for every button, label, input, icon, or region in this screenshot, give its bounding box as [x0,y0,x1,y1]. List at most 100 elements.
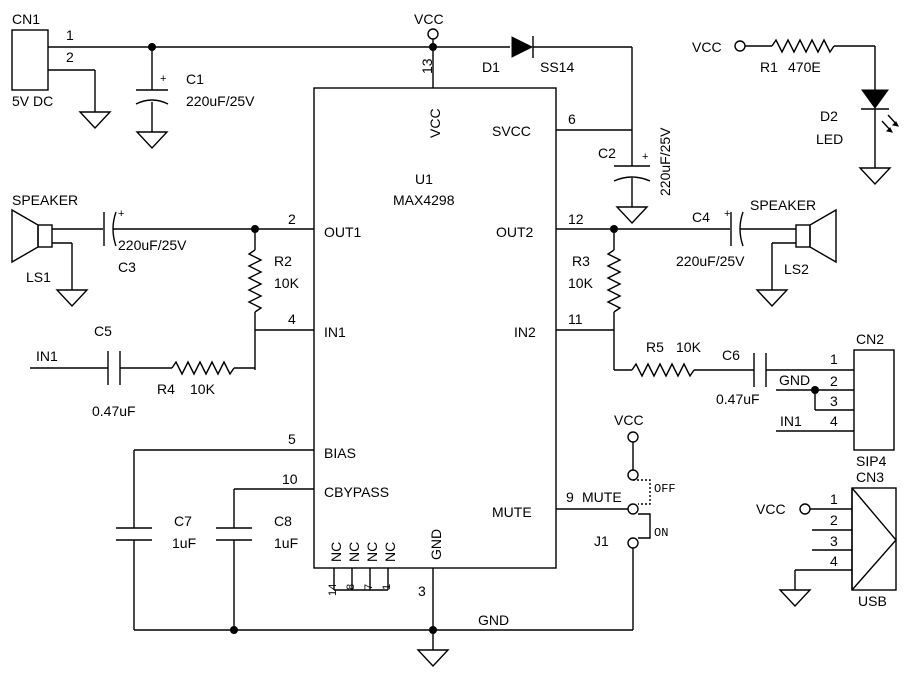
u1-pin1-num: 1 [381,584,393,590]
r5-ref: R5 [646,339,664,355]
u1-pin12-num: 12 [568,211,584,227]
u1-pin13-num: 13 [419,58,435,74]
c6-capacitor: C6 0.47uF [716,347,767,407]
c4-ref: C4 [692,209,710,225]
cn3-pin3: 3 [830,533,838,549]
u1-pin8-num: 8 [345,584,357,590]
ground-symbol [55,289,89,308]
ground-symbol [135,131,169,150]
vcc-terminal [734,40,746,52]
c5-ref: C5 [94,323,112,339]
cn2-pin4: 4 [830,413,838,429]
c5-value: 0.47uF [92,403,136,419]
cn3-value: USB [858,593,887,609]
c6-ref: C6 [722,347,740,363]
j1-on-position [638,513,651,539]
u1-pin7-num: 7 [363,584,375,590]
c4-plus: + [724,208,730,220]
u1-ref: U1 [415,171,433,187]
j1-pin3 [627,537,639,549]
u1-pin3-num: 3 [418,583,426,599]
c2-capacitor: + C2 220uF/25V [598,127,673,196]
cn2-pin2: 2 [830,373,838,389]
cn1-pin1: 1 [66,27,74,43]
cn3-pin4: 4 [830,553,838,569]
u1-part: MAX4298 [393,192,455,208]
r1-ref: R1 [760,59,778,75]
c1-capacitor: + C1 220uF/25V [135,71,255,109]
u1-in1-label: IN1 [324,324,346,340]
c7-ref: C7 [174,513,192,529]
ground-symbol [778,589,812,608]
r2-value: 10K [274,275,300,291]
cn2-connector: CN2 SIP4 1 2 3 4 [830,331,895,469]
ground-symbol [858,167,892,186]
vcc-terminal [427,28,439,40]
cn3-body [851,487,897,591]
cn1-pin2: 2 [66,49,74,65]
c4-capacitor: + C4 220uF/25V [676,208,745,269]
vcc-label-led: VCC [692,39,722,55]
vcc-terminal [627,431,639,443]
r4-resistor: R4 10K [157,360,235,397]
ls1-label: SPEAKER [12,192,78,208]
gnd-label-cn2: GND [779,372,810,388]
c8-capacitor: C8 1uF [216,513,298,551]
c8-ref: C8 [274,513,292,529]
r3-resistor: R3 10K [568,249,622,313]
j1-ref: J1 [594,533,609,549]
u1-pin2-num: 2 [288,211,296,227]
u1-pin10-num: 10 [282,471,298,487]
cn3-pin1: 1 [830,491,838,507]
u1-pin4-num: 4 [288,311,296,327]
c2-value: 220uF/25V [657,127,673,196]
u1-body [313,87,557,569]
j1-pin1 [627,469,639,481]
j1-mute-label: MUTE [582,489,622,505]
c3-plus: + [118,208,124,220]
u1-ic: U1 MAX4298 VCC SVCC OUT1 OUT2 IN1 IN2 BI… [313,87,557,569]
cn1-body [11,29,49,91]
vcc-terminal [799,503,811,515]
ground-symbol [615,206,649,225]
r1-value: 470E [788,59,821,75]
j1-pin2 [627,503,639,515]
d1-diode: D1 SS14 [482,36,574,75]
c2-ref: C2 [598,145,616,161]
u1-bias-label: BIAS [324,445,356,461]
c1-plus: + [160,73,166,85]
u1-in2-label: IN2 [514,324,536,340]
c6-value: 0.47uF [716,391,760,407]
r2-ref: R2 [274,253,292,269]
u1-pin14-num: 14 [327,584,339,596]
u1-out1-label: OUT1 [324,224,362,240]
r2-resistor: R2 10K [247,249,300,313]
j1-jumper: VCC OFF ON J1 [594,412,676,549]
u1-pin11-num: 11 [568,311,583,327]
ground-symbol [78,111,112,130]
cn2-pin3: 3 [830,393,838,409]
j1-off-label: OFF [654,482,676,496]
cn3-ref: CN3 [856,469,884,485]
cn1-connector: CN1 5V DC 1 2 [11,11,74,109]
ground-symbol [416,649,450,668]
c7-value: 1uF [172,535,196,551]
ls2-speaker: SPEAKER LS2 [750,197,837,277]
u1-nc-label: NC [382,542,398,562]
d2-value: LED [816,131,843,147]
j1-off-position [633,479,651,505]
r4-ref: R4 [157,381,175,397]
u1-vcc-label: VCC [427,108,443,138]
u1-pin5-num: 5 [288,431,296,447]
u1-mute-label: MUTE [492,504,532,520]
cn2-body [853,349,895,451]
d2-led: D2 LED [816,89,899,147]
u1-nc-label: NC [328,542,344,562]
in1-label-cn2: IN1 [780,413,802,429]
c4-value: 220uF/25V [676,253,745,269]
u1-nc-label: NC [346,542,362,562]
ls1-ref: LS1 [26,269,51,285]
vcc-label-j1: VCC [614,412,644,428]
c1-value: 220uF/25V [186,93,255,109]
